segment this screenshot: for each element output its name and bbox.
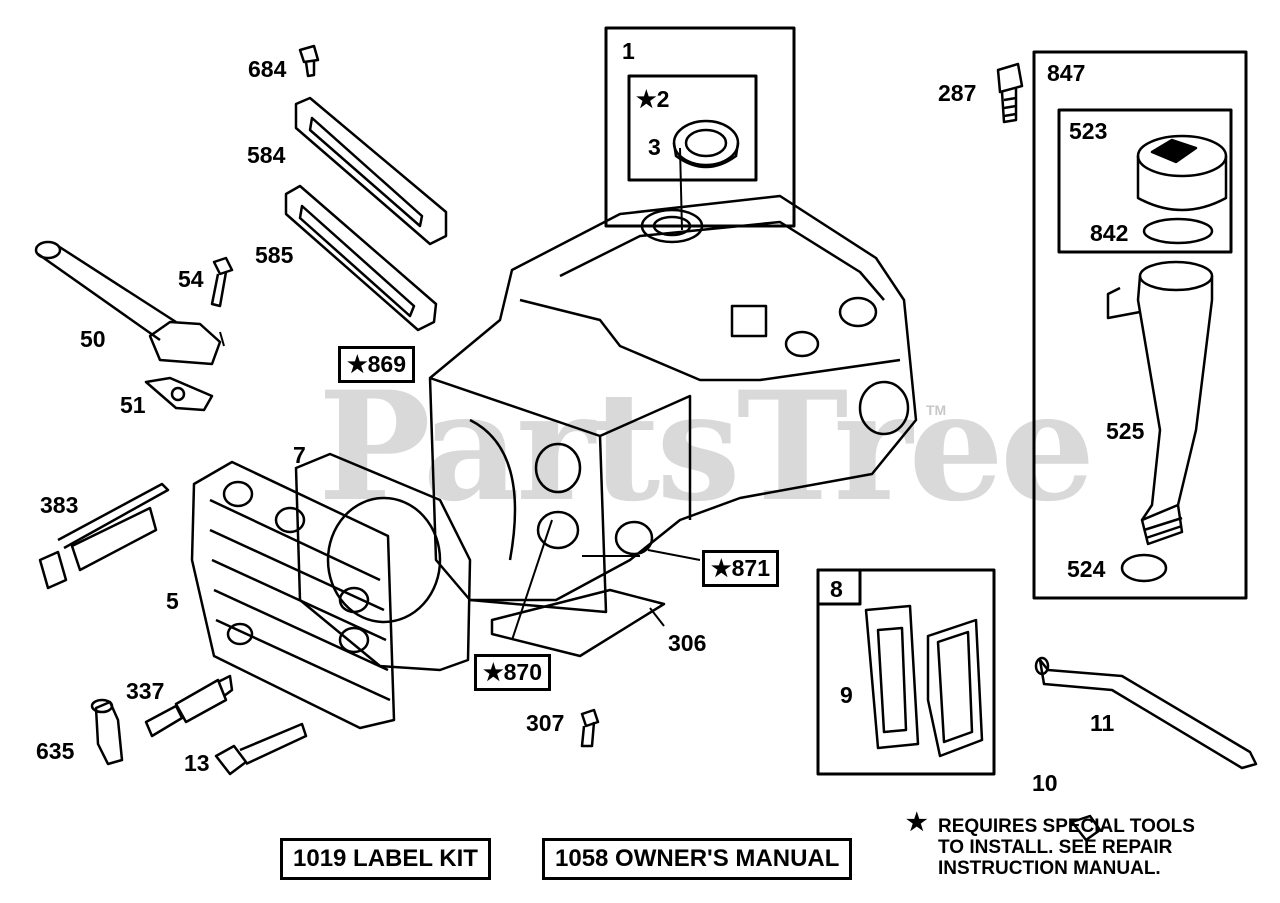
part-label-525: 525 (1106, 418, 1145, 444)
seal-part-3 (672, 119, 740, 167)
part-label-585: 585 (255, 242, 294, 268)
callout-870: ★870 (474, 654, 551, 691)
note-line-1: REQUIRES SPECIAL TOOLS (938, 816, 1195, 837)
part-label-13: 13 (184, 750, 210, 776)
note-line-3: INSTRUCTION MANUAL. (938, 858, 1161, 879)
cylinder-head-part (190, 460, 396, 730)
o-ring-524 (1120, 553, 1168, 583)
part-label-524: 524 (1067, 556, 1106, 582)
label-kit-box: 1019 LABEL KIT (280, 838, 491, 880)
part-label-54: 54 (178, 266, 204, 292)
callout-box-8: 8 (830, 576, 843, 602)
breather-383-part (38, 482, 170, 590)
part-label-584: 584 (247, 142, 286, 168)
screw-287-part (996, 62, 1024, 124)
gasket-306 (490, 588, 666, 658)
part-label-11: 11 (1090, 710, 1115, 736)
box-8-outline (816, 568, 996, 776)
spark-plug-part (144, 674, 234, 738)
bolt-307-part (580, 708, 600, 748)
box-523-outline (1057, 108, 1233, 254)
o-ring-842 (1142, 217, 1214, 245)
dipstick-tube-part (1106, 260, 1214, 546)
part-label-10: 10 (1032, 770, 1058, 796)
callout-box-847: 847 (1047, 60, 1086, 86)
owners-manual-box: 1058 OWNER'S MANUAL (542, 838, 853, 880)
part-label-635: 635 (36, 738, 75, 764)
box-2-outline (627, 74, 758, 182)
part-label-306: 306 (668, 630, 707, 656)
callout-box-1: 1 (622, 38, 635, 64)
gasket-9 (864, 604, 920, 750)
gasket-585 (284, 184, 438, 332)
part-label-842: 842 (1090, 220, 1129, 246)
crankcase-part (428, 194, 918, 614)
watermark-trademark: TM (926, 402, 947, 418)
head-gasket-7 (294, 452, 472, 672)
callout-871: ★871 (702, 550, 779, 587)
part-label-50: 50 (80, 326, 106, 352)
note-line-2: TO INSTALL. SEE REPAIR (938, 837, 1173, 858)
part-label-337: 337 (126, 678, 165, 704)
gasket-584 (294, 96, 448, 246)
box-8-label-box (816, 568, 862, 606)
box-847-outline (1032, 50, 1248, 600)
bolt-684-part (298, 44, 320, 78)
fitting-10-part (1070, 814, 1102, 842)
breather-tube-11-part (1034, 656, 1258, 770)
bolt-13-part (214, 722, 308, 776)
gasket-51 (144, 376, 214, 412)
breather-tube-part (34, 240, 222, 366)
part-label-684: 684 (248, 56, 287, 82)
screw-54-part (210, 256, 234, 308)
callout-869: ★869 (338, 346, 415, 383)
part-label-307: 307 (526, 710, 565, 736)
special-tools-note: REQUIRES SPECIAL TOOLS TO INSTALL. SEE R… (938, 816, 1195, 879)
part-label-51: 51 (120, 392, 146, 418)
leader-lines (219, 147, 701, 641)
spark-plug-boot-part (90, 698, 124, 766)
part-label-7: 7 (293, 442, 306, 468)
watermark: PartsTree (318, 359, 1095, 535)
part-label-287: 287 (938, 80, 977, 106)
part-label-5: 5 (166, 588, 179, 614)
part-label-9: 9 (840, 682, 853, 708)
dipstick-cap-part (1136, 134, 1228, 212)
breather-cover-part (926, 618, 984, 758)
callout-box-523: 523 (1069, 118, 1108, 144)
star-icon: ★ (906, 809, 928, 836)
part-label-3: 3 (648, 134, 661, 160)
box-1-outline (604, 26, 796, 228)
callout-box-2: ★2 (636, 86, 670, 112)
part-label-383: 383 (40, 492, 79, 518)
